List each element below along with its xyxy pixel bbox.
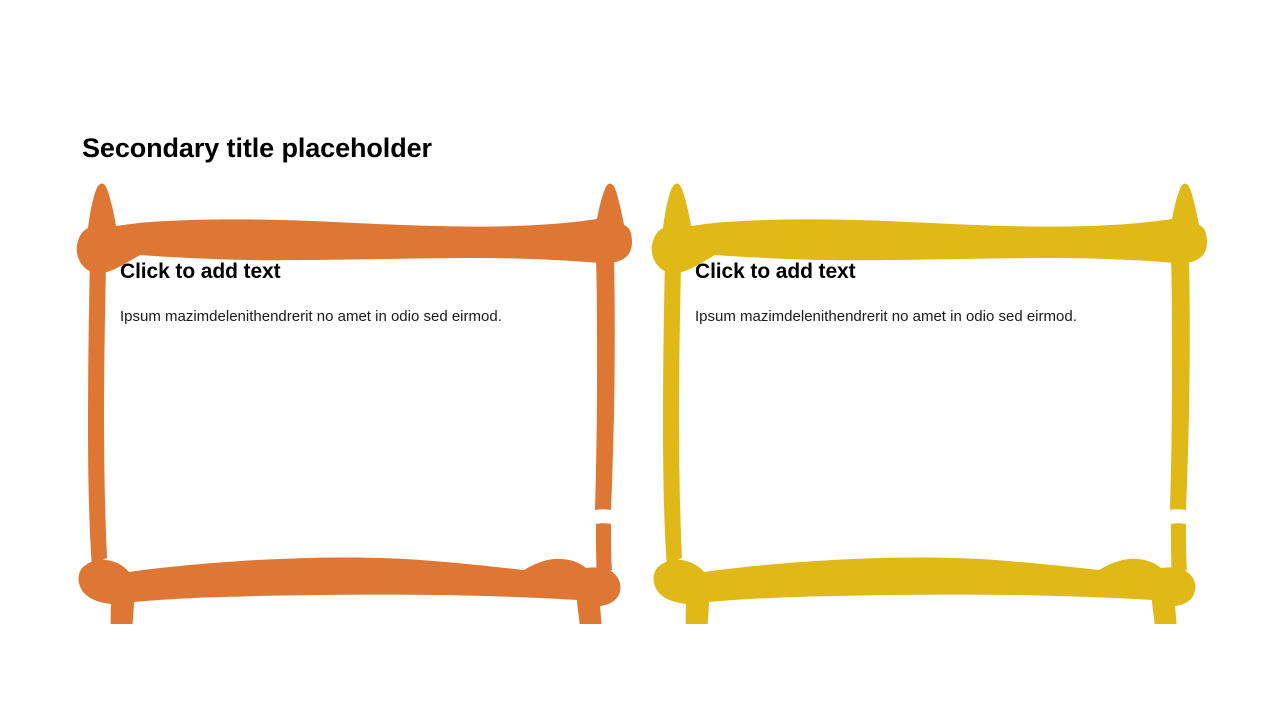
brush-frame-yellow-icon	[651, 183, 1207, 624]
page-title[interactable]: Secondary title placeholder	[82, 133, 432, 163]
card-yellow-heading[interactable]: Click to add text	[695, 260, 856, 283]
brush-frame-orange-icon	[76, 183, 632, 624]
card-orange[interactable]: Click to add text Ipsum mazimdelenithend…	[66, 176, 636, 624]
card-yellow[interactable]: Click to add text Ipsum mazimdelenithend…	[641, 176, 1211, 624]
card-yellow-body[interactable]: Ipsum mazimdelenithendrerit no amet in o…	[695, 308, 1077, 325]
card-yellow-content: Click to add text Ipsum mazimdelenithend…	[695, 260, 1127, 330]
card-orange-body[interactable]: Ipsum mazimdelenithendrerit no amet in o…	[120, 308, 502, 325]
card-orange-heading[interactable]: Click to add text	[120, 260, 281, 283]
card-orange-content: Click to add text Ipsum mazimdelenithend…	[120, 260, 552, 330]
